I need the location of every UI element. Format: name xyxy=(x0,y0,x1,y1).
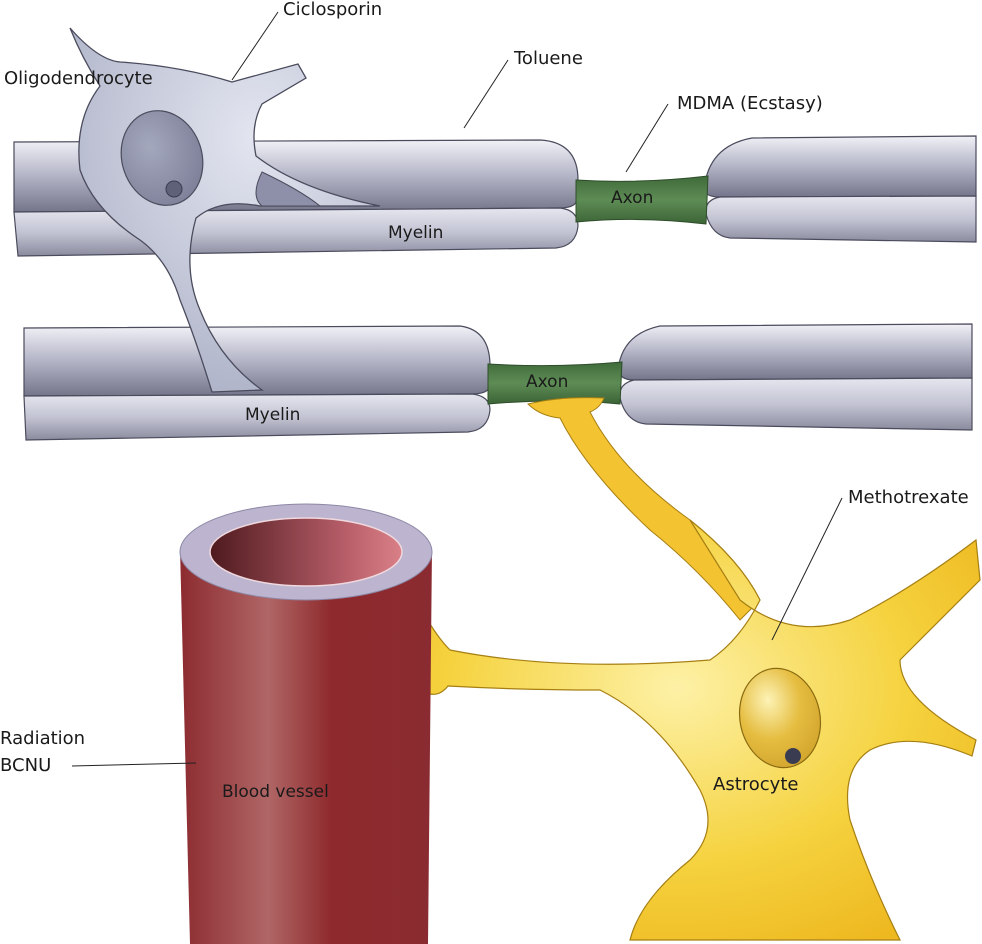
oligodendrocyte-nucleolus xyxy=(165,180,183,198)
leader-line-radiation-bcnu xyxy=(71,762,197,767)
myelin-segment-bottom-left-lower xyxy=(23,393,491,441)
blood-vessel-wall xyxy=(180,548,432,944)
label-myelin-top: Myelin xyxy=(388,223,444,243)
oligodendrocyte-cell xyxy=(69,27,381,393)
leader-line-mdma xyxy=(625,103,669,173)
label-ciclosporin: Ciclosporin xyxy=(283,0,383,20)
leader-line-ciclosporin xyxy=(231,11,279,81)
leader-line-methotrexate xyxy=(771,497,843,641)
myelin-segment-top-left-lower xyxy=(13,207,579,257)
leader-line-toluene xyxy=(463,59,509,129)
label-blood-vessel: Blood vessel xyxy=(222,782,329,802)
label-astrocyte: Astrocyte xyxy=(713,774,799,795)
myelin-segment-bottom-right-lower xyxy=(619,377,973,431)
astrocyte-endfoot-axon xyxy=(527,397,761,621)
label-oligodendrocyte: Oligodendrocyte xyxy=(4,68,153,89)
astrocyte-nucleolus xyxy=(785,748,801,764)
blood-vessel xyxy=(179,503,433,944)
myelin-segment-top-right-lower xyxy=(705,195,977,243)
label-axon-bottom: Axon xyxy=(526,372,569,392)
astrocyte-body xyxy=(429,519,981,941)
myelin-sheath-bottom xyxy=(23,323,973,441)
astrocyte-nucleus xyxy=(738,667,822,769)
label-myelin-bottom: Myelin xyxy=(245,405,301,425)
label-bcnu: BCNU xyxy=(0,755,52,776)
label-toluene: Toluene xyxy=(514,48,583,69)
blood-vessel-lumen xyxy=(209,517,403,587)
label-methotrexate: Methotrexate xyxy=(848,487,969,508)
label-mdma: MDMA (Ecstasy) xyxy=(677,93,823,114)
myelin-segment-bottom-right-upper xyxy=(617,323,973,381)
label-axon-top: Axon xyxy=(611,188,654,208)
astrocyte-cell xyxy=(429,397,981,941)
myelin-segment-top-right-upper xyxy=(703,135,977,198)
label-radiation: Radiation xyxy=(0,728,86,749)
oligodendrocyte-process-lower xyxy=(255,171,322,207)
axon-top xyxy=(575,175,709,225)
axon-bottom xyxy=(487,361,623,405)
oligodendrocyte-nucleus xyxy=(120,110,204,206)
